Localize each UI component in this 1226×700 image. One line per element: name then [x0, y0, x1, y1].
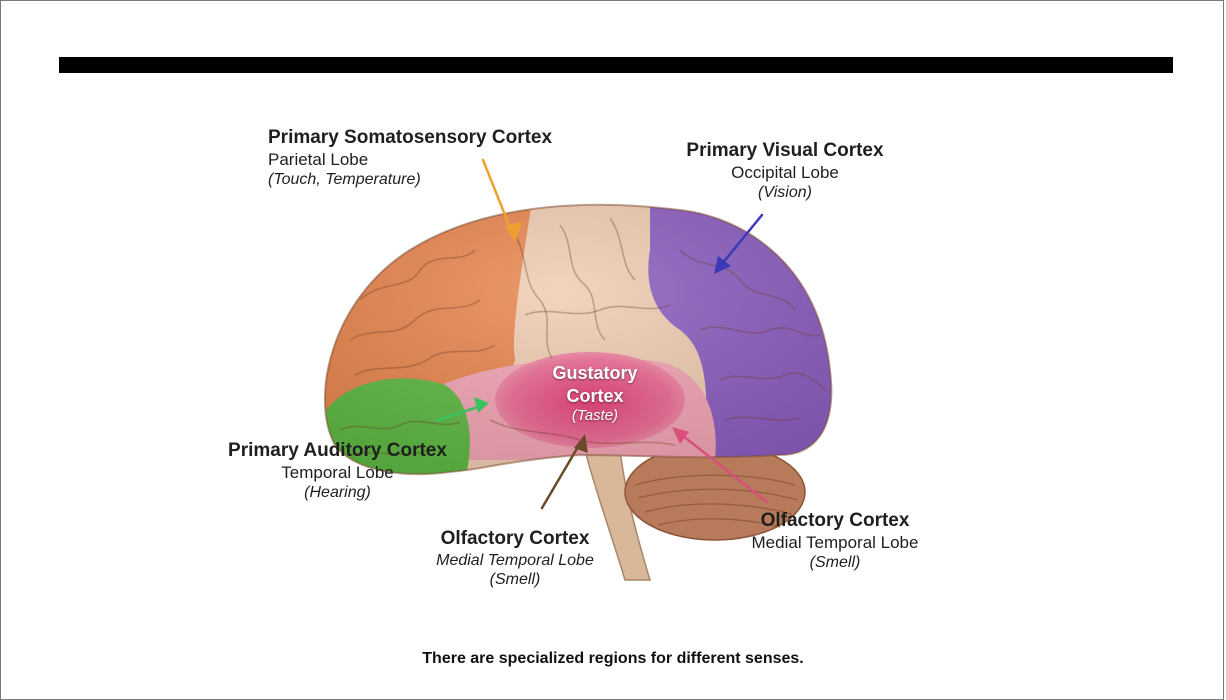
label-visual: Primary Visual Cortex Occipital Lobe (Vi… — [665, 140, 905, 202]
somatosensory-lobe: Parietal Lobe — [268, 150, 552, 170]
olfactory-right-sense: (Smell) — [735, 553, 935, 572]
gustatory-title-line1: Gustatory — [540, 362, 650, 385]
gustatory-sense: (Taste) — [540, 407, 650, 424]
title-bar — [59, 57, 1173, 73]
label-somatosensory: Primary Somatosensory Cortex Parietal Lo… — [268, 127, 552, 189]
auditory-lobe: Temporal Lobe — [215, 463, 460, 483]
visual-sense: (Vision) — [665, 183, 905, 202]
brain-diagram: Primary Somatosensory Cortex Parietal Lo… — [180, 100, 940, 640]
olfactory-right-lobe: Medial Temporal Lobe — [735, 533, 935, 553]
somatosensory-sense: (Touch, Temperature) — [268, 170, 552, 189]
label-olfactory-right: Olfactory Cortex Medial Temporal Lobe (S… — [735, 510, 935, 572]
auditory-title: Primary Auditory Cortex — [215, 440, 460, 463]
auditory-sense: (Hearing) — [215, 483, 460, 502]
caption: There are specialized regions for differ… — [0, 650, 1226, 668]
label-olfactory-left: Olfactory Cortex Medial Temporal Lobe (S… — [415, 528, 615, 589]
olfactory-left-title: Olfactory Cortex — [415, 528, 615, 551]
olfactory-left-lobe: Medial Temporal Lobe — [415, 551, 615, 570]
somatosensory-title: Primary Somatosensory Cortex — [268, 127, 552, 150]
olfactory-right-title: Olfactory Cortex — [735, 510, 935, 533]
label-auditory: Primary Auditory Cortex Temporal Lobe (H… — [215, 440, 460, 502]
label-gustatory: Gustatory Cortex (Taste) — [540, 362, 650, 424]
visual-lobe: Occipital Lobe — [665, 163, 905, 183]
visual-title: Primary Visual Cortex — [665, 140, 905, 163]
olfactory-left-sense: (Smell) — [415, 570, 615, 589]
gustatory-title-line2: Cortex — [540, 385, 650, 408]
